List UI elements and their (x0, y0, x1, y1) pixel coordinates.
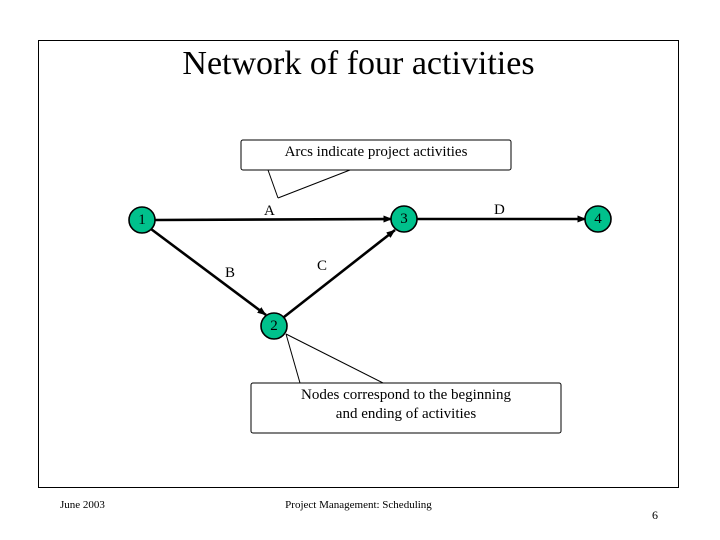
network-nodes (128, 205, 612, 340)
callout-arcs-tail-left (267, 169, 279, 199)
arc-D-label: D (494, 202, 505, 218)
footer-center-text: Project Management: Scheduling (285, 499, 432, 511)
node-2-circle[interactable] (260, 312, 288, 340)
node-4-label: 4 (594, 211, 602, 227)
callout-nodes-tail-left (285, 333, 301, 384)
arc-edges (150, 215, 587, 319)
node-4-circle[interactable] (584, 205, 612, 233)
page-number: 6 (652, 508, 658, 522)
page-title: Network of four activities (182, 45, 535, 82)
callout-nodes-tail-right (285, 333, 384, 384)
arc-A-label: A (264, 203, 275, 219)
node-1-circle[interactable] (128, 206, 156, 234)
callout-arcs-tail-right (277, 169, 351, 199)
node-3-label: 3 (400, 211, 408, 227)
node-2-label: 2 (270, 318, 278, 334)
arc-B-line (150, 227, 267, 317)
callout-nodes-box (250, 382, 562, 434)
callout-arcs-label: Arcs indicate project activities (284, 144, 468, 160)
callout-arcs-box (240, 139, 512, 171)
arc-A-line (154, 215, 393, 223)
node-1-label: 1 (138, 212, 146, 228)
arc-C-label: C (317, 258, 328, 274)
callout-arcs (240, 139, 512, 199)
footer-date: June 2003 (60, 499, 105, 511)
arc-B-label: B (225, 265, 236, 281)
node-3-circle[interactable] (390, 205, 418, 233)
callout-nodes (250, 333, 562, 434)
arc-C-line (283, 228, 396, 319)
callout-nodes-line2: and ending of activities (335, 406, 477, 422)
callout-nodes-label: Nodes correspond to the beginning and en… (251, 386, 561, 424)
callout-nodes-line1: Nodes correspond to the beginning (301, 387, 511, 403)
